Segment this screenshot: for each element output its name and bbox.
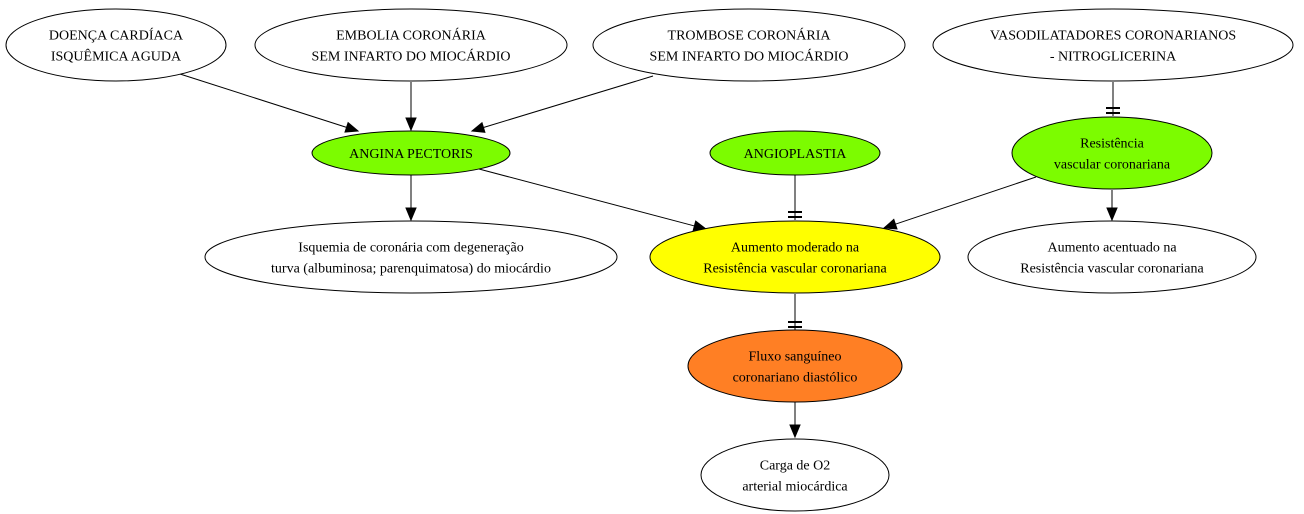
node-label-line: Carga de O2 — [760, 459, 831, 474]
node-ellipse — [204, 220, 618, 294]
edges-layer — [179, 73, 1120, 439]
node-ellipse — [254, 8, 568, 82]
node-embolia: EMBOLIA CORONÁRIA SEM INFARTO DO MIOCÁRDI… — [254, 8, 568, 82]
node-vasodilatadores: VASODILATADORES CORONARIANOS - NITROGLICE… — [932, 8, 1294, 82]
edge-resistencia-to-aumento_acentuado — [1106, 190, 1118, 222]
node-ellipse — [687, 329, 903, 403]
arrowhead — [470, 121, 486, 133]
node-ellipse — [967, 220, 1257, 294]
node-angina: ANGINA PECTORIS — [311, 130, 511, 176]
edge-line — [478, 168, 695, 227]
node-ellipse — [700, 438, 890, 512]
edge-vasodilatadores-to-resistencia — [1106, 82, 1120, 116]
edge-line — [895, 176, 1037, 225]
arrowhead — [789, 424, 801, 439]
node-label-line: DOENÇA CARDÍACA — [49, 27, 184, 44]
node-ellipse — [311, 130, 511, 176]
node-label-line: Resistência vascular coronariana — [1020, 262, 1204, 277]
edge-doenca-to-angina — [179, 73, 360, 133]
node-label-line: Aumento moderado na — [731, 241, 860, 256]
edge-angina-to-aumento_moderado — [478, 168, 708, 232]
node-doenca: DOENÇA CARDÍACA ISQUÊMICA AGUDA — [5, 8, 227, 82]
node-angioplastia: ANGIOPLASTIA — [709, 130, 881, 176]
edge-embolia-to-angina — [405, 82, 417, 132]
node-label-line: turva (albuminosa; parenquimatosa) do mi… — [271, 262, 551, 277]
node-carga: Carga de O2 arterial miocárdica — [700, 438, 890, 512]
node-label-line: Resistência vascular coronariana — [703, 262, 887, 277]
node-ellipse — [1011, 116, 1213, 190]
node-ellipse — [592, 8, 906, 82]
edge-line — [179, 73, 347, 128]
node-resistencia: Resistência vascular coronariana — [1011, 116, 1213, 190]
node-label-line: Fluxo sanguíneo — [749, 350, 842, 365]
node-label-line: Resistência — [1080, 137, 1145, 152]
node-fluxo: Fluxo sanguíneo coronariano diastólico — [687, 329, 903, 403]
node-trombose: TROMBOSE CORONÁRIA SEM INFARTO DO MIOCÁRD… — [592, 8, 906, 82]
node-aumento-acentuado: Aumento acentuado na Resistência vascular… — [967, 220, 1257, 294]
node-isquemia: Isquemia de coronária com degeneração tur… — [204, 220, 618, 294]
arrowhead — [344, 121, 360, 133]
node-label-line: Aumento acentuado na — [1047, 241, 1177, 256]
arrowhead — [882, 218, 898, 230]
edge-angioplastia-to-aumento_moderado — [788, 175, 802, 220]
node-label-line: VASODILATADORES CORONARIANOS — [990, 29, 1236, 44]
node-ellipse — [649, 220, 941, 294]
edge-trombose-to-angina — [470, 75, 654, 133]
node-label-line: vascular coronariana — [1054, 158, 1171, 173]
node-label-line: ISQUÊMICA AGUDA — [51, 48, 182, 65]
node-label-line: ANGINA PECTORIS — [349, 147, 473, 162]
node-label-line: - NITROGLICERINA — [1050, 50, 1177, 65]
node-label-line: EMBOLIA CORONÁRIA — [336, 27, 487, 44]
node-label-line: arterial miocárdica — [742, 480, 848, 495]
node-ellipse — [932, 8, 1294, 82]
edge-angina-to-isquemia — [405, 175, 417, 222]
edge-fluxo-to-carga — [789, 402, 801, 439]
node-label-line: TROMBOSE CORONÁRIA — [668, 27, 832, 44]
edge-line — [483, 75, 654, 128]
node-label-line: SEM INFARTO DO MIOCÁRDIO — [312, 48, 511, 65]
node-ellipse — [709, 130, 881, 176]
node-label-line: ANGIOPLASTIA — [744, 147, 848, 162]
arrowhead — [405, 207, 417, 222]
edge-aumento_moderado-to-fluxo — [788, 294, 802, 330]
node-ellipse — [5, 8, 227, 82]
arrowhead — [405, 117, 417, 132]
node-label-line: SEM INFARTO DO MIOCÁRDIO — [650, 48, 849, 65]
edge-resistencia-to-aumento_moderado — [882, 176, 1037, 230]
node-label-line: Isquemia de coronária com degeneração — [298, 241, 523, 256]
node-aumento-moderado: Aumento moderado na Resistência vascular … — [649, 220, 941, 294]
node-label-line: coronariano diastólico — [733, 371, 858, 386]
arrowhead — [1106, 207, 1118, 222]
nodes-layer: DOENÇA CARDÍACA ISQUÊMICA AGUDA EMBOLIA CO… — [5, 8, 1294, 512]
